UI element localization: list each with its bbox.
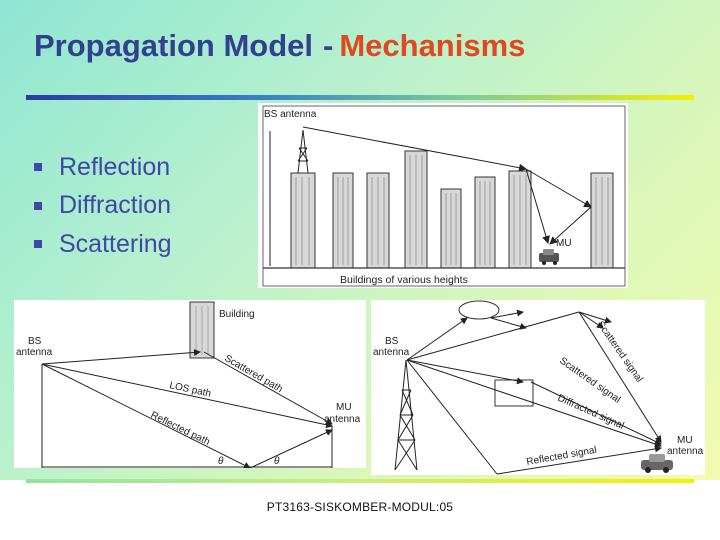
figure-los-reflection-panel: BS antenna Building Scattered path LOS p [14, 300, 366, 468]
bullet-square-icon [34, 240, 42, 249]
bs-label-line1: BS [28, 336, 42, 347]
mu-label-line2: antenna [324, 414, 361, 425]
scattered-signal-label-1: Scattered signal [595, 319, 645, 384]
mu-label-line1: MU [336, 402, 352, 413]
figure-scatter-diffraction-svg: BS antenna [373, 300, 704, 475]
title-dash: - [323, 28, 334, 63]
scatterer-object [458, 300, 500, 320]
slide-title: Propagation Model-Mechanisms [34, 28, 525, 64]
bullet-text: Diffraction [59, 191, 172, 220]
building-icon [189, 301, 215, 359]
bullet-square-icon [34, 201, 42, 210]
mu-label-line1: MU [677, 435, 693, 446]
theta-left-label: θ [218, 456, 224, 467]
bullet-item-diffraction: Diffraction [34, 187, 172, 226]
antenna-tower-icon [297, 129, 309, 174]
bullet-list: Reflection Diffraction Scattering [34, 148, 172, 264]
path-lines [41, 348, 333, 468]
mu-label-line2: antenna [667, 446, 704, 457]
reflected-signal-label: Reflected signal [526, 445, 598, 468]
mu-label: MU [556, 238, 572, 249]
slide-footer: PT3163-SISKOMBER-MODUL:05 [266, 500, 454, 514]
title-main: Propagation Model [34, 28, 313, 63]
figure-buildings-panel: BS antenna [258, 103, 628, 288]
bs-label-line1: BS [385, 336, 399, 347]
buildings-caption: Buildings of various heights [340, 274, 468, 286]
los-path-label: LOS path [168, 380, 212, 400]
buildings-group [290, 150, 614, 269]
bottom-divider-bar [26, 479, 694, 483]
bs-antenna-label: BS antenna [264, 109, 317, 120]
propagation-arrows [269, 126, 592, 266]
title-underline-bar [26, 95, 694, 100]
bs-label-line2: antenna [16, 347, 53, 358]
obstacle-block [494, 379, 534, 407]
car-icon [641, 454, 673, 473]
bullet-item-scattering: Scattering [34, 225, 172, 264]
car-icon [539, 249, 559, 265]
bullet-text: Scattering [59, 229, 172, 258]
lattice-tower-icon [394, 359, 418, 471]
bs-label-line2: antenna [373, 347, 410, 358]
reflected-path-label: Reflected path [149, 410, 212, 448]
bullet-text: Reflection [59, 152, 171, 181]
building-windows [295, 155, 609, 265]
figure-scatter-diffraction-panel: BS antenna [371, 300, 705, 475]
theta-right-label: θ [274, 456, 280, 467]
signal-lines [406, 309, 662, 475]
figure-los-reflection-svg: BS antenna Building Scattered path LOS p [16, 301, 361, 468]
bullet-item-reflection: Reflection [34, 148, 172, 187]
building-label: Building [219, 309, 255, 320]
figure-buildings-svg: BS antenna [262, 105, 626, 287]
scattered-path-label: Scattered path [223, 353, 285, 395]
bullet-square-icon [34, 163, 42, 172]
title-accent: Mechanisms [339, 28, 526, 63]
